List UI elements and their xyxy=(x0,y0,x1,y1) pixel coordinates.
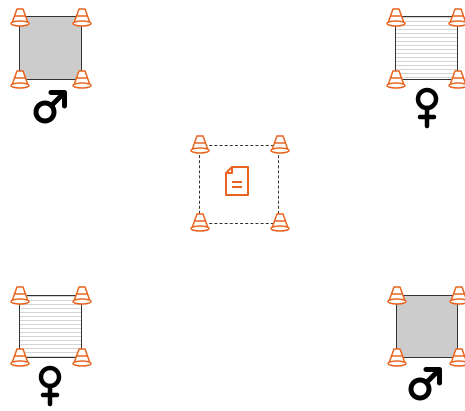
traffic-cone-icon xyxy=(10,284,30,305)
traffic-cone-icon xyxy=(72,6,92,27)
traffic-cone-icon xyxy=(10,346,30,367)
traffic-cone-icon xyxy=(190,211,210,232)
traffic-cone-icon xyxy=(72,284,92,305)
traffic-cone-icon xyxy=(72,68,92,89)
male-symbol-icon xyxy=(30,87,70,127)
traffic-cone-icon xyxy=(449,346,465,367)
document-icon[interactable] xyxy=(222,164,252,198)
traffic-cone-icon xyxy=(387,284,407,305)
traffic-cone-icon xyxy=(448,6,465,27)
traffic-cone-icon xyxy=(386,6,406,27)
traffic-cone-icon xyxy=(270,211,290,232)
traffic-cone-icon xyxy=(72,346,92,367)
traffic-cone-icon xyxy=(270,133,290,154)
traffic-cone-icon xyxy=(448,68,465,89)
male-symbol-icon xyxy=(405,364,445,404)
traffic-cone-icon xyxy=(190,133,210,154)
traffic-cone-icon xyxy=(10,6,30,27)
traffic-cone-icon xyxy=(386,68,406,89)
female-symbol-icon xyxy=(35,365,65,407)
traffic-cone-icon xyxy=(387,346,407,367)
traffic-cone-icon xyxy=(10,68,30,89)
female-symbol-icon xyxy=(412,87,442,129)
traffic-cone-icon xyxy=(449,284,465,305)
